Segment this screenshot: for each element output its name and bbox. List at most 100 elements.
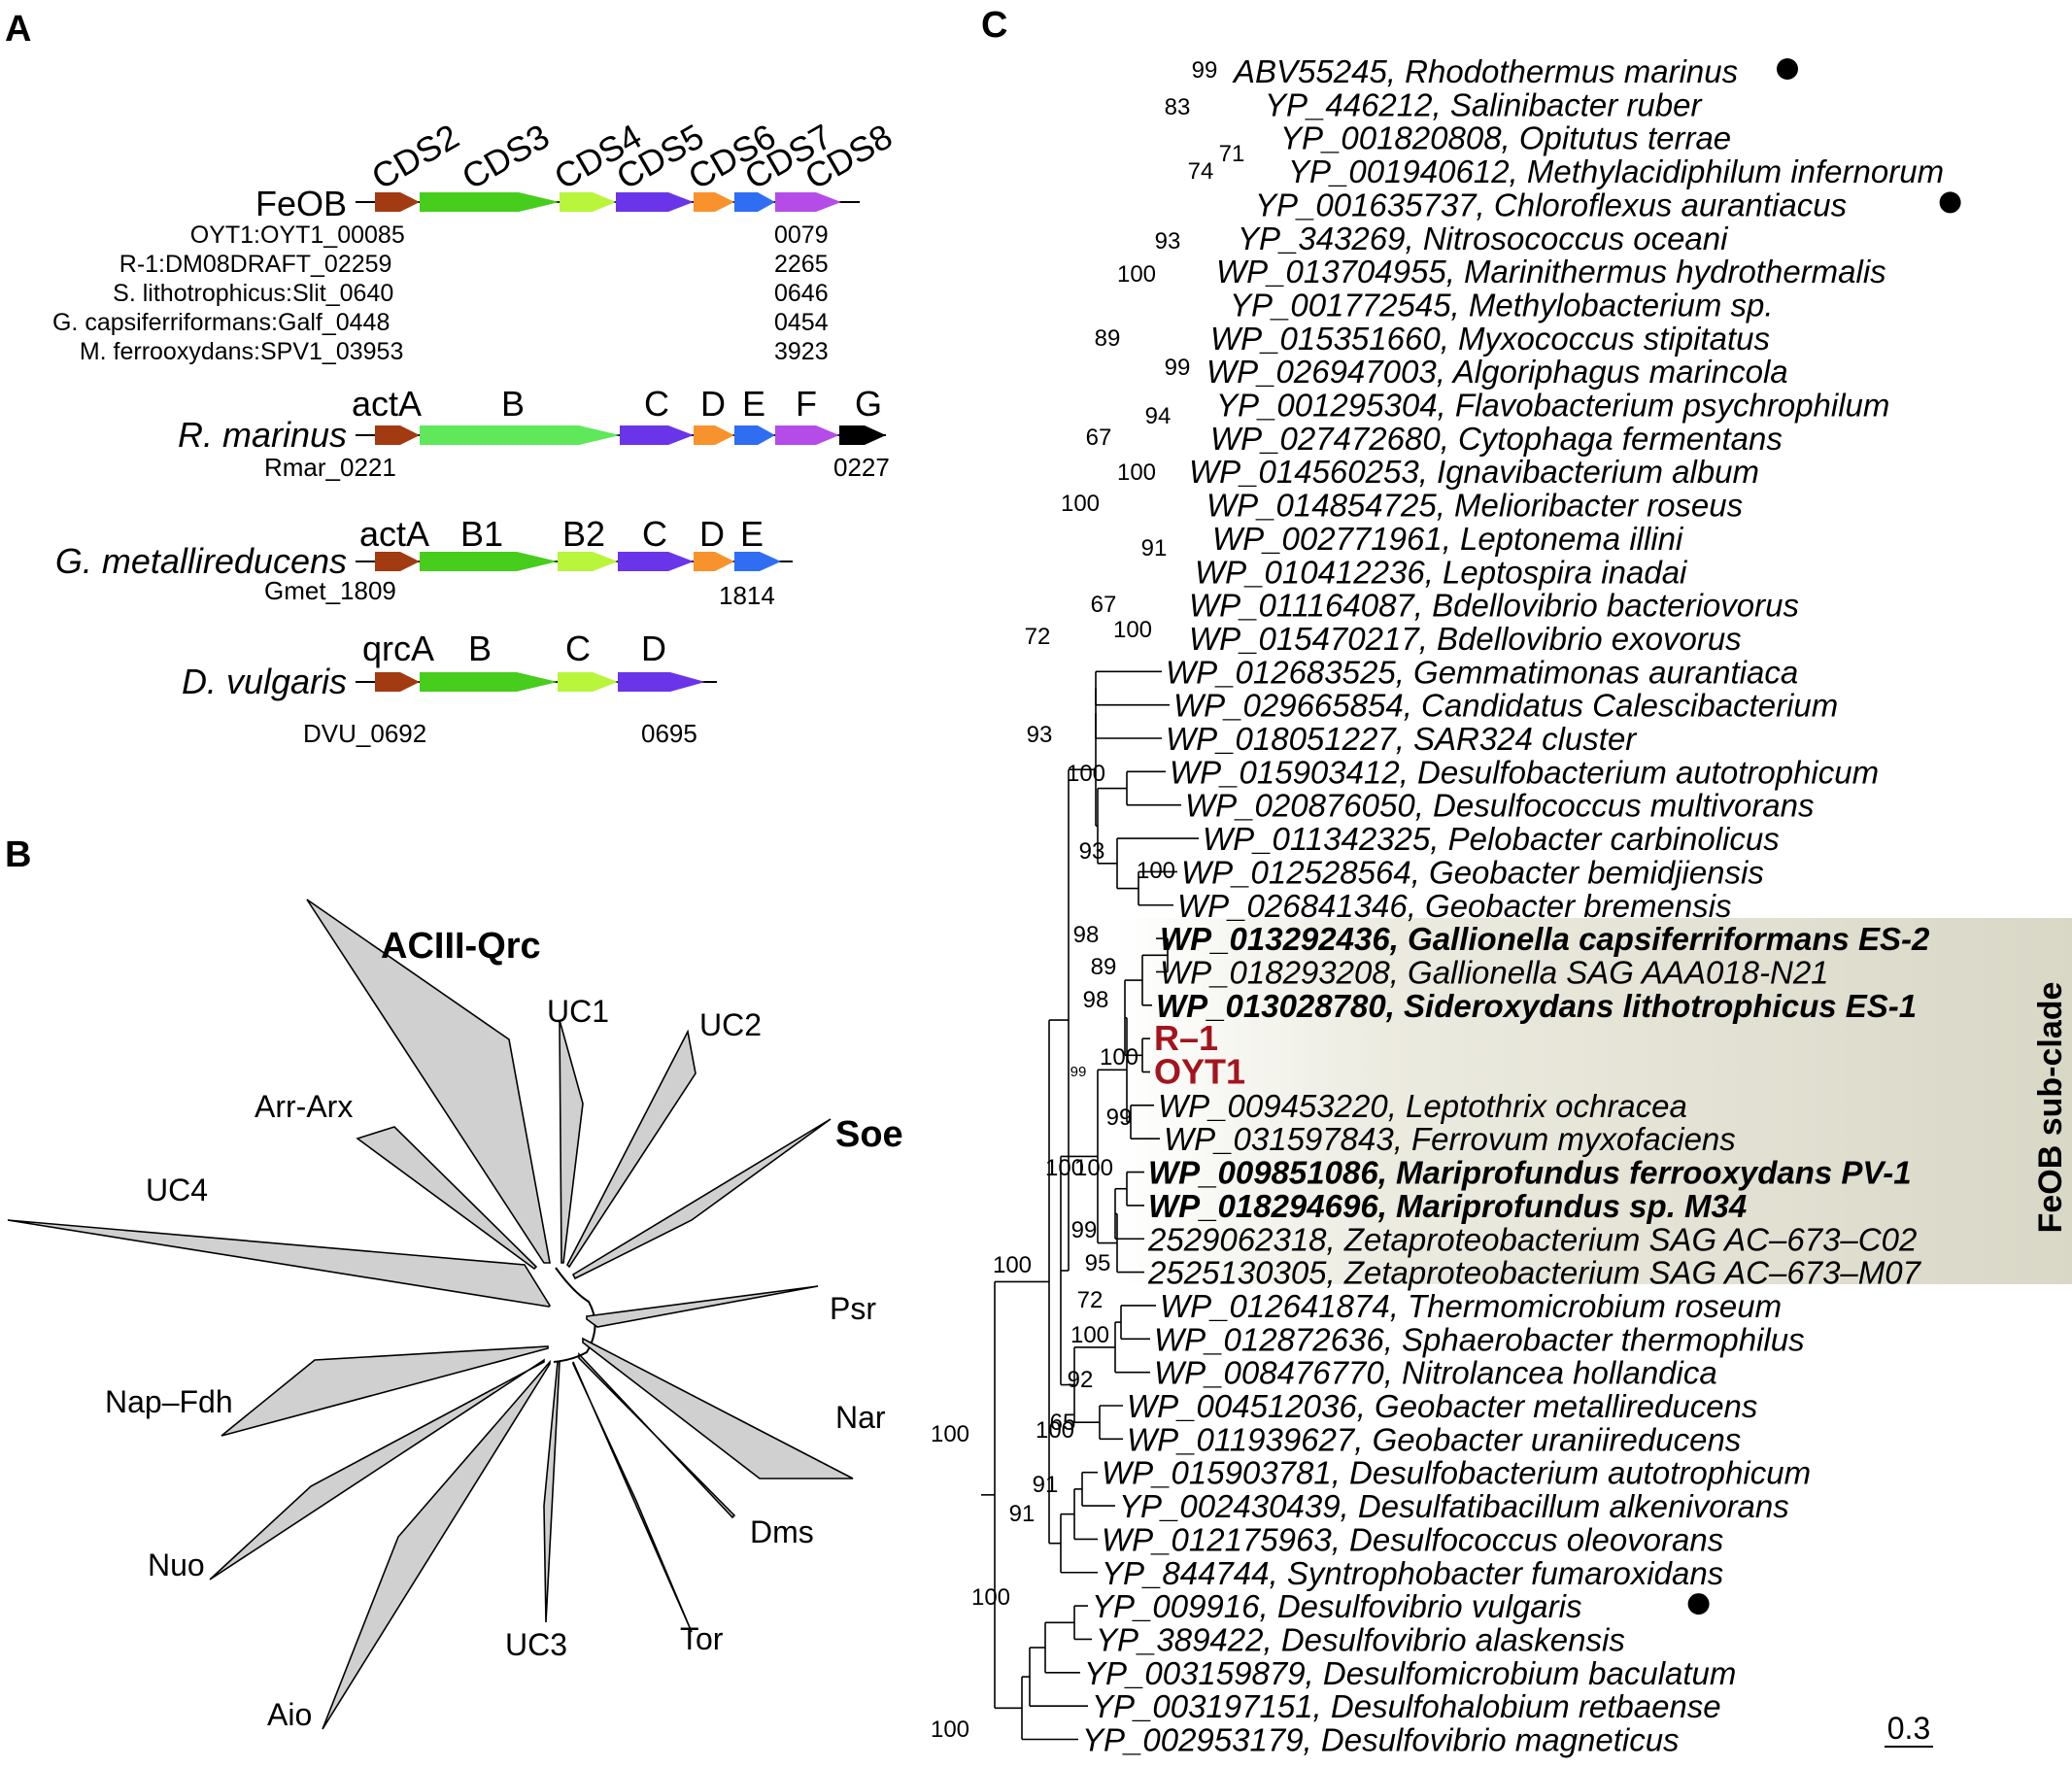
tree-center [553,1267,596,1363]
gene-arrow-acta [375,425,420,445]
bootstrap-value: 72 [1077,1287,1104,1313]
leaf-label: WP_012641874, Thermomicrobium roseum [1160,1288,1782,1324]
bootstrap-value: 92 [1068,1367,1094,1393]
gene-arrow-b [420,672,558,692]
clade-wedge-dms [578,1351,736,1519]
bootstrap-value: 99 [1070,1064,1087,1080]
bootstrap-value: 89 [1095,325,1121,352]
bootstrap-value: 100 [931,1717,969,1743]
clade-wedge-soe [571,1118,832,1280]
gene-label: B2 [562,514,605,554]
bootstrap-value: 94 [1145,403,1172,429]
bootstrap-value: 99 [1071,1217,1098,1243]
panel-label-c: C [981,5,1007,46]
clade-label-nuo: Nuo [148,1547,205,1582]
clade-label-uc3: UC3 [505,1627,567,1662]
locus-end: 0646 [774,280,829,307]
gene-label: B [468,629,492,668]
clade-wedge-uc2 [566,1029,696,1269]
leaf-label: YP_446212, Salinibacter ruber [1265,86,1703,122]
locus-end: 1814 [719,581,775,610]
bootstrap-value: 98 [1083,987,1109,1013]
leaf-label: WP_014560253, Ignavibacterium album [1189,454,1759,490]
leaf-label: YP_003197151, Desulfohalobium retbaense [1092,1688,1721,1724]
leaf-label: WP_026947003, Algoriphagus marincola [1206,354,1788,390]
bootstrap-value: 100 [1036,1417,1074,1444]
locus-start: DM08DRAFT_02259 [165,251,391,278]
gene-label: E [742,384,765,424]
leaf-label: WP_031597843, Ferrovum myxofaciens [1164,1121,1736,1157]
locus-end: 0695 [641,719,697,748]
locus-end: 0227 [833,453,890,482]
bootstrap-value: 100 [1113,617,1152,643]
clade-wedge-nar [582,1337,854,1479]
bootstrap-values: 9983717493100899994671001009167100729310… [931,57,1244,1743]
type-marker-dot [1939,191,1961,214]
gene-label: C [644,384,669,424]
leaf-label: 2525130305, Zetaproteobacterium SAG AC–6… [1147,1255,1922,1291]
locus-end: 0079 [774,221,829,249]
bootstrap-value: 89 [1091,954,1117,980]
leaf-label: WP_015903781, Desulfobacterium autotroph… [1102,1455,1811,1491]
bootstrap-value: 83 [1165,94,1191,120]
gene-cluster-d-vulgaris: D. vulgaris qrcA B C D DVU_0692 0695 [182,629,717,748]
tree-branches [981,670,1199,1741]
leaf-label: WP_015470217, Bdellovibrio exovorus [1189,621,1742,657]
bootstrap-value: 100 [1074,1155,1113,1181]
locus-table: OYT1: OYT1_00085 0079 R-1: DM08DRAFT_022… [52,221,829,365]
gene-label: C [565,629,591,668]
gene-label: B1 [460,514,503,554]
bootstrap-value: 93 [1155,228,1181,255]
leaf-label: YP_009916, Desulfovibrio vulgaris [1092,1588,1581,1624]
clade-label-psr: Psr [830,1291,876,1326]
gene-arrow-c [558,672,618,692]
locus-start: Gmet_1809 [264,576,396,605]
clade-wedge-uc1 [559,1019,584,1264]
leaf-label: WP_009851086, Mariprofundus ferrooxydans… [1148,1155,1912,1191]
gene-arrow-d [694,552,734,571]
leaf-label: YP_001635737, Chloroflexus aurantiacus [1255,187,1847,222]
leaf-label: WP_015903412, Desulfobacterium autotroph… [1170,754,1879,790]
leaf-label: WP_010412236, Leptospira inadai [1195,554,1688,590]
type-marker-dot [1777,58,1798,80]
bootstrap-value: 100 [1100,1044,1138,1071]
bootstrap-value: 67 [1091,592,1117,618]
leaf-label: WP_012683525, Gemmatimonas aurantiaca [1166,654,1798,690]
bootstrap-value: 100 [1061,491,1100,517]
leaf-label: OYT1 [1154,1052,1245,1092]
locus-start: OYT1_00085 [260,221,405,249]
gene-cluster-feob: FeOB CDS2 CDS3 CDS4 CDS5 CDS6 CDS7 CDS8 … [52,116,899,365]
gene-label: B [501,384,525,424]
leaf-label: YP_389422, Desulfovibrio alaskensis [1096,1621,1625,1657]
gene-label: C [642,514,667,554]
bootstrap-value: 65 [1050,1410,1076,1436]
clade-label-uc1: UC1 [547,994,609,1029]
clade-label-nar: Nar [835,1400,886,1435]
scale-bar-label: 0.3 [1887,1711,1930,1746]
clade-label-aio: Aio [267,1697,312,1732]
panel-label-b: B [5,834,31,875]
leaf-label: WP_013292436, Gallionella capsiferriform… [1160,921,1930,957]
panel-a-gene-clusters: FeOB CDS2 CDS3 CDS4 CDS5 CDS6 CDS7 CDS8 … [52,116,899,748]
type-marker-dot [1687,1593,1710,1615]
leaf-label: YP_343269, Nitrosococcus oceani [1238,221,1729,256]
locus-end: 0454 [774,309,829,336]
locus-start: DVU_0692 [303,719,426,748]
organism-label: R. marinus [178,415,347,455]
clade-wedge-uc3 [543,1361,560,1623]
clade-label-dms: Dms [750,1514,814,1549]
bootstrap-value: 99 [1192,57,1218,84]
clade-label-arr-arx: Arr-Arx [255,1089,353,1124]
gene-arrow-e [734,425,775,445]
gene-arrow-d [694,425,734,445]
clade-wedge-aciii-qrc [306,899,551,1264]
gene-arrow-cds8 [775,192,841,212]
locus-strain: G. capsiferriformans: [52,309,278,336]
locus-start: Slit_0640 [292,280,393,307]
leaf-label: YP_001820808, Opitutus terrae [1280,120,1731,156]
leaf-label: WP_013028780, Sideroxydans lithotrophicu… [1156,988,1917,1024]
leaf-label: YP_002953179, Desulfovibrio magneticus [1082,1722,1680,1758]
gene-arrow-cds4 [560,192,616,212]
leaf-label: WP_020876050, Desulfococcus multivorans [1185,788,1815,824]
leaf-label: WP_014854725, Melioribacter roseus [1206,488,1743,524]
